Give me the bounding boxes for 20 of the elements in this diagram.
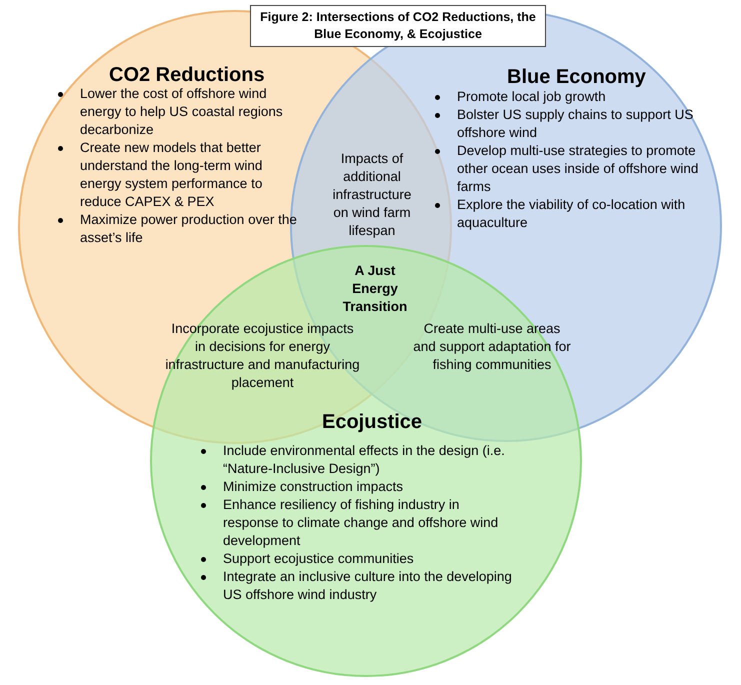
bullet-text: Lower the cost of offshore wind energy to help US coastal regions decarbonize xyxy=(80,85,284,139)
title-box: Figure 2: Intersections of CO2 Reductions, the Blue Economy, & Ecojustice xyxy=(250,5,546,47)
circle-heading: Ecojustice xyxy=(322,410,422,435)
bullet-text: Enhance resiliency of fishing industry in response to climate change and offshore wind development xyxy=(223,496,500,550)
overlap-text: A Just Energy Transition xyxy=(342,262,408,316)
bullet-text: Support ecojustice communities xyxy=(223,550,414,568)
bullet-text: Minimize construction impacts xyxy=(223,478,404,496)
bullet-text: Develop multi-use strategies to promote other ocean uses inside of offshore wind farms xyxy=(457,142,700,196)
bullet-text: Include environmental effects in the design (i.e. “Nature-Inclusive Design”) xyxy=(223,442,506,478)
overlap-text: Create multi-use areas and support adaptation for fishing communities xyxy=(412,320,572,374)
bullet-text: Maximize power production over the asset’s life xyxy=(80,211,298,247)
bullet-text: Create new models that better understand the long-term wind energy system performance to reduce CAPEX & PEX xyxy=(80,139,264,211)
overlap-text: Incorporate ecojustice impacts in decisions for energy infrastructure and manufacturing placement xyxy=(165,320,360,392)
overlap-text: Impacts of additional infrastructure on wind farm lifespan xyxy=(332,150,412,240)
circle-heading: Blue Economy xyxy=(507,65,646,90)
bullet-text: Promote local job growth xyxy=(457,88,606,106)
circle-heading: CO2 Reductions xyxy=(109,63,265,88)
bullet-text: Explore the viability of co-location with aquaculture xyxy=(457,196,686,232)
bullet-text: Bolster US supply chains to support US offshore wind xyxy=(457,106,694,142)
bullet-text: Integrate an inclusive culture into the developing US offshore wind industry xyxy=(223,568,512,604)
